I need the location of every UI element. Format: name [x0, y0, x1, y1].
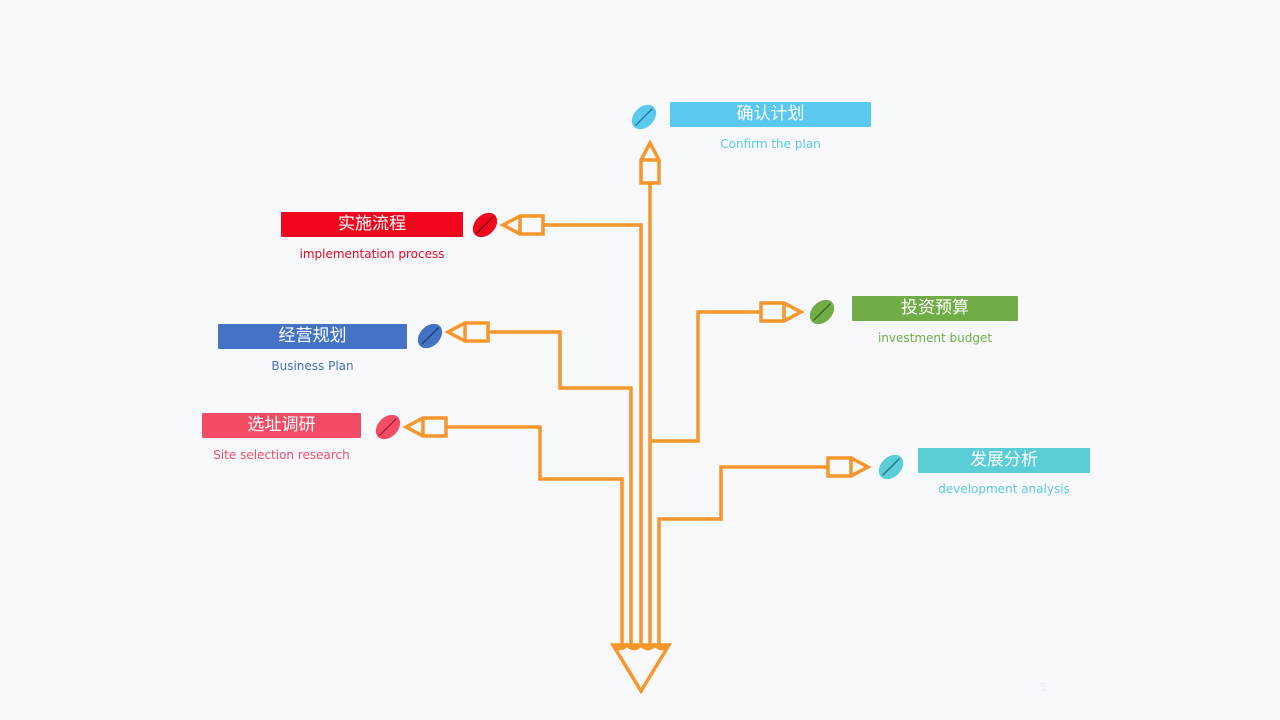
pencil-head-icon	[639, 139, 661, 185]
pencil-head-icon	[444, 321, 490, 343]
node-title-confirm: 确认计划	[670, 102, 871, 127]
node-title-site: 选址调研	[202, 413, 361, 438]
pencil-head-icon	[826, 456, 872, 478]
leaf-icon	[375, 414, 401, 440]
pencil-tip-icon	[609, 643, 673, 695]
leaf-icon	[878, 454, 904, 480]
node-subtitle-budget: investment budget	[877, 331, 993, 345]
leaf-icon	[809, 299, 835, 325]
node-subtitle-site: Site selection research	[213, 448, 350, 462]
node-title-development: 发展分析	[918, 448, 1090, 473]
branch-line-budget	[650, 310, 761, 443]
leaf-icon	[472, 212, 498, 238]
node-subtitle-development: development analysis	[938, 482, 1070, 496]
node-subtitle-implementation: implementation process	[299, 247, 445, 261]
pencil-head-icon	[759, 301, 805, 323]
branch-line-implementation	[543, 223, 643, 645]
node-subtitle-business: Business Plan	[271, 359, 354, 373]
pencil-head-icon	[402, 416, 448, 438]
node-subtitle-confirm: Confirm the plan	[720, 137, 821, 151]
node-title-implementation: 实施流程	[281, 212, 463, 237]
branch-line-development	[657, 465, 828, 645]
branch-line-site	[446, 425, 624, 645]
page-number: 5	[1040, 680, 1047, 694]
leaf-icon	[631, 104, 657, 130]
node-title-business: 经营规划	[218, 324, 407, 349]
pencil-head-icon	[499, 214, 545, 236]
branch-line-business	[488, 330, 633, 645]
leaf-icon	[417, 323, 443, 349]
node-title-budget: 投资预算	[852, 296, 1018, 321]
